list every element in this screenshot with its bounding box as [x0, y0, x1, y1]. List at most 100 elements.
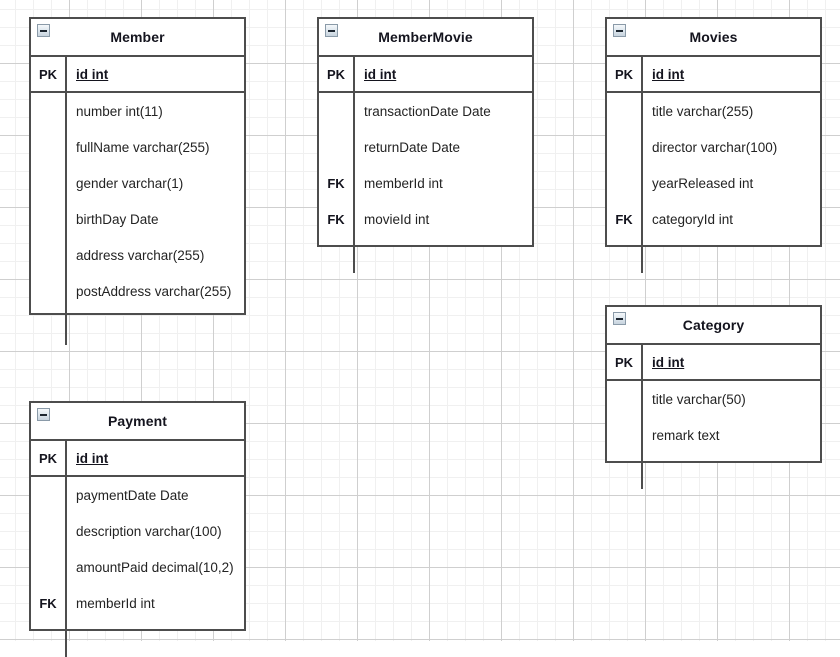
key-marker: PK: [607, 57, 643, 91]
attribute-name: birthDay Date: [76, 211, 159, 227]
attribute-row[interactable]: gender varchar(1): [31, 165, 244, 201]
attribute-spacer-row: [31, 309, 244, 345]
attribute-name-empty: [643, 237, 820, 273]
attribute-row[interactable]: title varchar(50): [607, 381, 820, 417]
attribute-row[interactable]: remark text: [607, 417, 820, 453]
attribute-name: fullName varchar(255): [76, 139, 210, 155]
attribute-row[interactable]: paymentDate Date: [31, 477, 244, 513]
attribute-name: yearReleased int: [652, 175, 754, 191]
minus-box-icon[interactable]: [613, 312, 626, 325]
attribute-row[interactable]: FK memberId int: [319, 165, 532, 201]
key-marker: [607, 381, 643, 417]
attribute-name: title varchar(255): [652, 103, 754, 119]
key-marker-empty: [607, 453, 643, 489]
key-marker: [31, 549, 67, 585]
attribute-list: paymentDate Date description varchar(100)…: [31, 477, 244, 657]
attribute-row[interactable]: yearReleased int: [607, 165, 820, 201]
attribute-row[interactable]: birthDay Date: [31, 201, 244, 237]
key-marker: [31, 477, 67, 513]
attribute-spacer-row: [607, 237, 820, 273]
attribute-name: memberId int: [76, 595, 155, 611]
attribute-name: address varchar(255): [76, 247, 205, 263]
primary-key-row[interactable]: PK id int: [607, 57, 820, 93]
key-marker: [31, 129, 67, 165]
attribute-name: paymentDate Date: [76, 487, 189, 503]
attribute-row[interactable]: director varchar(100): [607, 129, 820, 165]
entity-name: Payment: [107, 413, 168, 429]
key-marker: PK: [31, 57, 67, 91]
key-marker: PK: [607, 345, 643, 379]
entity-title-bar: Payment: [31, 403, 244, 441]
key-marker: [31, 201, 67, 237]
attribute-name: remark text: [652, 427, 720, 443]
key-marker: [607, 129, 643, 165]
attribute-row[interactable]: address varchar(255): [31, 237, 244, 273]
attribute-list: number int(11) fullName varchar(255) gende…: [31, 93, 244, 345]
attribute-name: gender varchar(1): [76, 175, 184, 191]
minus-box-icon[interactable]: [613, 24, 626, 37]
primary-key-row[interactable]: PK id int: [31, 57, 244, 93]
key-marker: PK: [319, 57, 355, 91]
minus-box-icon[interactable]: [325, 24, 338, 37]
attribute-name: title varchar(50): [652, 391, 746, 407]
key-marker: [31, 165, 67, 201]
attribute-name: id int: [76, 450, 109, 466]
attribute-row[interactable]: transactionDate Date: [319, 93, 532, 129]
key-marker: [607, 165, 643, 201]
attribute-list: title varchar(255) director varchar(100) y…: [607, 93, 820, 273]
key-marker: FK: [319, 165, 355, 201]
attribute-name: id int: [76, 66, 109, 82]
attribute-name-empty: [67, 621, 244, 657]
attribute-name: amountPaid decimal(10,2): [76, 559, 234, 575]
key-marker-empty: [607, 237, 643, 273]
entity-title-bar: Category: [607, 307, 820, 345]
key-marker: [607, 417, 643, 453]
attribute-row[interactable]: postAddress varchar(255): [31, 273, 244, 309]
attribute-spacer-row: [319, 237, 532, 273]
key-marker: PK: [31, 441, 67, 475]
attribute-name: description varchar(100): [76, 523, 222, 539]
attribute-name: transactionDate Date: [364, 103, 491, 119]
entity-name: Category: [682, 317, 745, 333]
minus-box-icon[interactable]: [37, 408, 50, 421]
attribute-name: memberId int: [364, 175, 443, 191]
attribute-row[interactable]: FK memberId int: [31, 585, 244, 621]
entity-name: MemberMovie: [378, 29, 473, 45]
attribute-row[interactable]: title varchar(255): [607, 93, 820, 129]
key-marker: [607, 93, 643, 129]
attribute-name-empty: [67, 309, 244, 345]
attribute-name-empty: [355, 237, 532, 273]
attribute-name: number int(11): [76, 103, 163, 119]
attribute-row[interactable]: returnDate Date: [319, 129, 532, 165]
entity-title-bar: MemberMovie: [319, 19, 532, 57]
attribute-list: title varchar(50) remark text: [607, 381, 820, 489]
key-marker: [31, 93, 67, 129]
attribute-name: returnDate Date: [364, 139, 461, 155]
attribute-row[interactable]: amountPaid decimal(10,2): [31, 549, 244, 585]
key-marker-empty: [319, 237, 355, 273]
attribute-row[interactable]: fullName varchar(255): [31, 129, 244, 165]
minus-box-icon[interactable]: [37, 24, 50, 37]
key-marker-empty: [31, 621, 67, 657]
key-marker: FK: [31, 585, 67, 621]
key-marker: [319, 93, 355, 129]
attribute-row[interactable]: number int(11): [31, 93, 244, 129]
key-marker-empty: [31, 309, 67, 345]
primary-key-row[interactable]: PK id int: [31, 441, 244, 477]
key-marker: [31, 273, 67, 309]
attribute-name: id int: [652, 66, 685, 82]
entity-name: Movies: [689, 29, 738, 45]
key-marker: FK: [319, 201, 355, 237]
entity-name: Member: [110, 29, 165, 45]
attribute-row[interactable]: description varchar(100): [31, 513, 244, 549]
